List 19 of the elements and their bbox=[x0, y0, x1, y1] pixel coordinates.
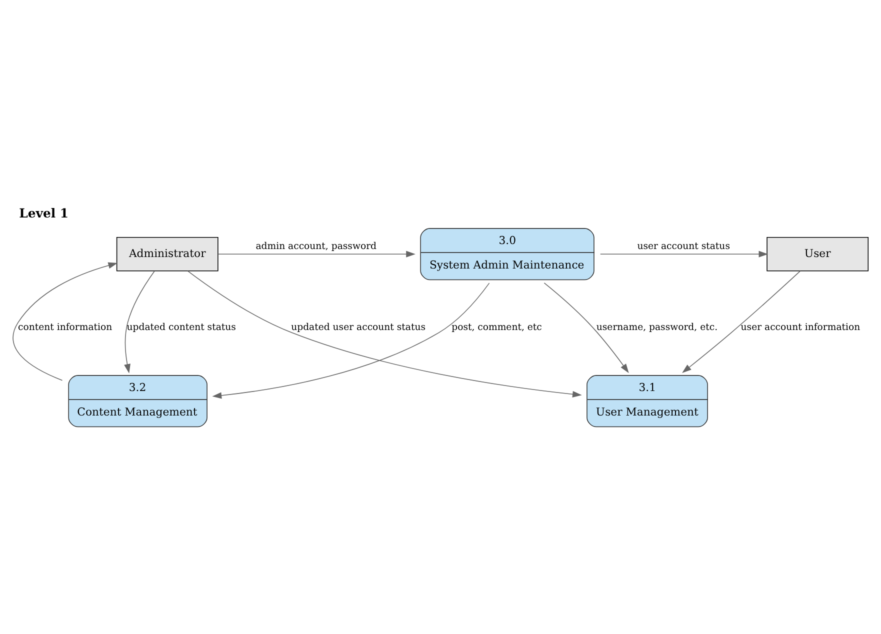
edge-label: updated content status bbox=[126, 322, 236, 333]
edge-label: user account status bbox=[637, 240, 730, 252]
edge-label: admin account, password bbox=[256, 240, 377, 252]
arrow bbox=[600, 250, 768, 257]
edge-label: content information bbox=[18, 322, 112, 333]
arrow bbox=[544, 282, 629, 373]
edge-label: post, comment, etc bbox=[452, 322, 542, 333]
edge-label: updated user account status bbox=[291, 322, 426, 333]
arrow bbox=[212, 282, 490, 398]
arrow bbox=[682, 270, 801, 373]
edge-label: username, password, etc. bbox=[596, 322, 718, 333]
arrow bbox=[187, 270, 582, 397]
node-box: User bbox=[766, 236, 869, 271]
node-box: Administrator bbox=[116, 236, 218, 271]
diagram-title: Level 1 bbox=[19, 204, 69, 220]
arrow bbox=[12, 262, 118, 380]
arrow bbox=[218, 250, 416, 257]
edge-label: user account information bbox=[740, 322, 860, 333]
arrow bbox=[124, 270, 155, 373]
